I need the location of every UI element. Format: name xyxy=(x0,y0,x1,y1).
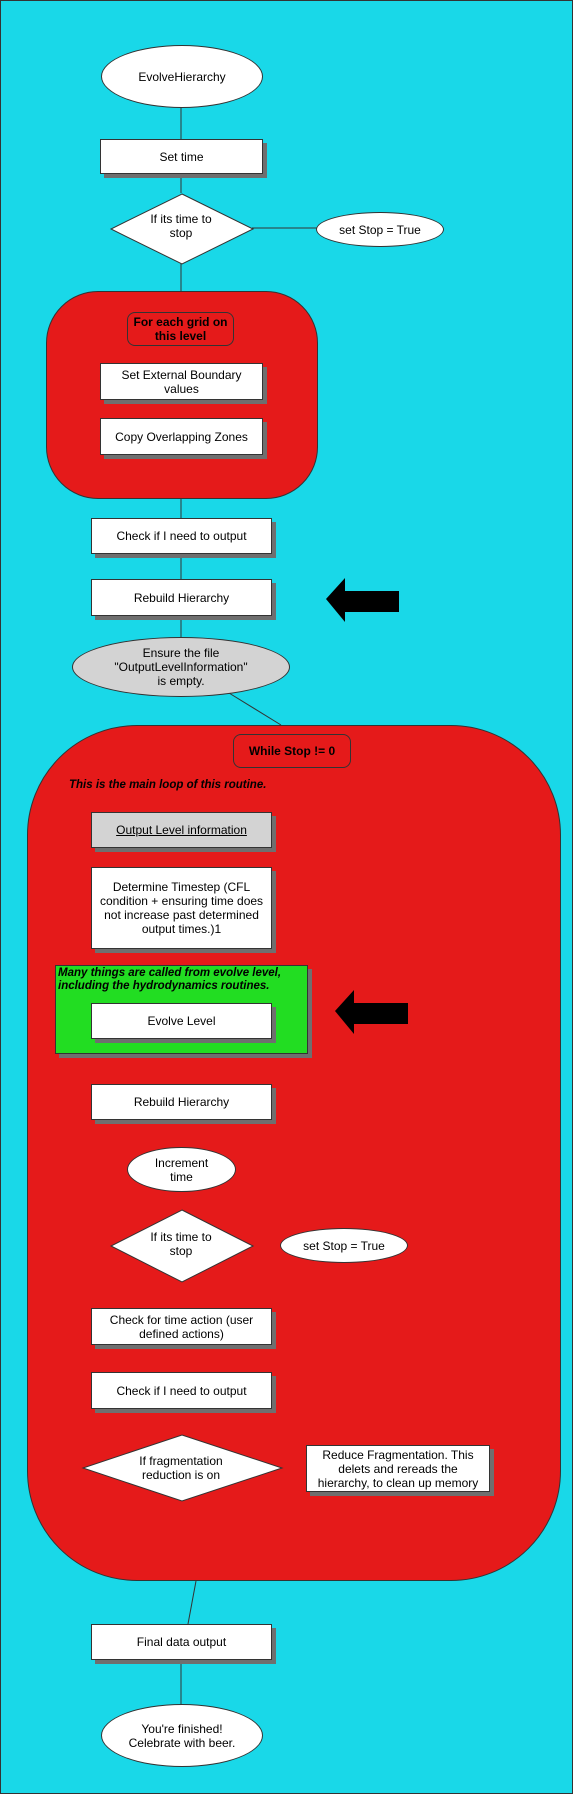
arrow-left-icon xyxy=(326,578,399,622)
set-external-boundary-box: Set External Boundary values xyxy=(100,363,263,400)
decision-fragmentation xyxy=(81,1434,284,1502)
while-label: While Stop != 0 xyxy=(248,744,336,758)
set-stop-1-label: set Stop = True xyxy=(339,222,421,237)
check-output-1-label: Check if I need to output xyxy=(116,529,247,543)
evolve-note: Many things are called from evolve level… xyxy=(58,967,308,993)
ensure-file-line-2: "OutputLevelInformation" xyxy=(114,660,248,674)
check-output-box-2: Check if I need to output xyxy=(91,1372,272,1409)
grid-loop-label-line-2: this level xyxy=(154,329,207,343)
decision-2-line-1: If its time to xyxy=(150,1230,212,1244)
ensure-file-line-3: is empty. xyxy=(157,674,205,688)
decision-1-line-1: If its time to xyxy=(150,212,212,226)
main-loop-note-text: This is the main loop of this routine. xyxy=(69,779,267,791)
finished-line-2: Celebrate with beer. xyxy=(128,1735,236,1750)
check-time-action-box: Check for time action (user defined acti… xyxy=(91,1308,272,1345)
evolve-note-line-2: including the hydrodynamics routines. xyxy=(58,980,270,992)
decision-1-line-2: stop xyxy=(169,226,193,240)
decision-3-text: If fragmentation reduction is on xyxy=(116,1454,246,1482)
rebuild-hierarchy-box-1: Rebuild Hierarchy xyxy=(91,579,272,616)
increment-time-oval: Increment time xyxy=(127,1147,236,1192)
determine-timestep-line-2: condition + ensuring time does xyxy=(99,894,264,908)
decision-3-line-2: reduction is on xyxy=(141,1468,221,1482)
set-stop-oval-1: set Stop = True xyxy=(316,212,444,247)
finished-oval: You're finished! Celebrate with beer. xyxy=(101,1704,263,1767)
ensure-file-line-1: Ensure the file xyxy=(142,646,220,660)
set-stop-oval-2: set Stop = True xyxy=(280,1228,408,1263)
set-time-box: Set time xyxy=(100,139,263,174)
determine-timestep-line-3: not increase past determined xyxy=(104,908,259,922)
set-external-boundary-line-2: values xyxy=(164,381,199,396)
while-label-box: While Stop != 0 xyxy=(233,734,351,768)
decision-2-text: If its time to stop xyxy=(131,1230,231,1258)
final-data-output-box: Final data output xyxy=(91,1624,272,1660)
determine-timestep-line-1: Determine Timestep (CFL xyxy=(112,880,251,894)
increment-time-line-1: Increment xyxy=(154,1155,209,1170)
ensure-file-oval: Ensure the file "OutputLevelInformation"… xyxy=(72,637,290,697)
reduce-fragmentation-box: Reduce Fragmentation. This delets and re… xyxy=(306,1445,490,1492)
rebuild-hierarchy-box-2: Rebuild Hierarchy xyxy=(91,1084,272,1120)
evolve-level-box: Evolve Level xyxy=(91,1003,272,1039)
reduce-fragmentation-line-2: delets and rereads the xyxy=(338,1461,458,1476)
output-level-info-box: Output Level information xyxy=(91,812,272,848)
copy-overlapping-label: Copy Overlapping Zones xyxy=(115,429,248,444)
set-time-label: Set time xyxy=(159,149,204,164)
reduce-fragmentation-line-3: hierarchy, to clean up memory xyxy=(317,1475,479,1490)
decision-3-line-1: If fragmentation xyxy=(139,1454,223,1468)
start-label: EvolveHierarchy xyxy=(138,69,226,84)
decision-2-line-2: stop xyxy=(169,1244,193,1258)
output-level-info-label: Output Level information xyxy=(116,823,247,837)
start-oval: EvolveHierarchy xyxy=(101,45,263,108)
rebuild-1-label: Rebuild Hierarchy xyxy=(133,590,230,605)
reduce-fragmentation-line-1: Reduce Fragmentation. This xyxy=(322,1447,474,1462)
determine-timestep-box: Determine Timestep (CFL condition + ensu… xyxy=(91,867,272,949)
set-external-boundary-line-1: Set External Boundary xyxy=(121,367,242,382)
set-stop-2-label: set Stop = True xyxy=(303,1238,385,1253)
arrow-left-icon xyxy=(335,990,408,1034)
check-time-action-line-1: Check for time action (user xyxy=(109,1312,254,1327)
evolve-note-line-1: Many things are called from evolve level… xyxy=(58,967,282,979)
decision-time-to-stop-1 xyxy=(109,193,255,265)
check-output-2-label: Check if I need to output xyxy=(116,1383,247,1398)
decision-1-text: If its time to stop xyxy=(131,212,231,240)
final-output-label: Final data output xyxy=(136,1635,227,1649)
rebuild-2-label: Rebuild Hierarchy xyxy=(133,1095,230,1109)
check-output-box-1: Check if I need to output xyxy=(91,518,272,554)
main-loop-note: This is the main loop of this routine. xyxy=(69,779,369,791)
determine-timestep-line-4: output times.)1 xyxy=(141,922,222,936)
grid-loop-label-box: For each grid on this level xyxy=(127,312,234,346)
evolve-level-label: Evolve Level xyxy=(147,1014,216,1028)
check-time-action-line-2: defined actions) xyxy=(139,1326,224,1341)
decision-time-to-stop-2 xyxy=(109,1209,255,1283)
finished-line-1: You're finished! xyxy=(141,1721,223,1736)
grid-loop-label-line-1: For each grid on xyxy=(133,315,228,329)
increment-time-line-2: time xyxy=(170,1169,193,1184)
copy-overlapping-box: Copy Overlapping Zones xyxy=(100,418,263,455)
